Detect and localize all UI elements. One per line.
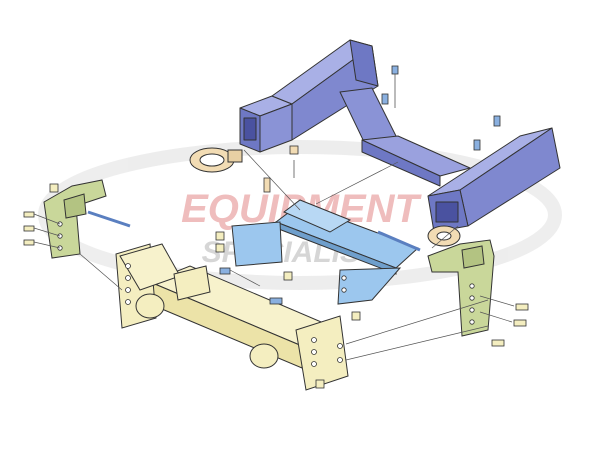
tow-hook-left bbox=[189, 147, 243, 173]
leader-lines bbox=[33, 149, 515, 361]
watermark-swoosh bbox=[38, 140, 562, 290]
center-plate-left-gusset bbox=[231, 221, 283, 267]
bolt-icon bbox=[391, 65, 399, 75]
cross-member-face bbox=[361, 139, 441, 187]
bracket-holes bbox=[57, 221, 475, 325]
bolt-icon bbox=[513, 319, 527, 327]
tow-hook-right bbox=[427, 225, 461, 247]
bolt-icon bbox=[269, 297, 283, 305]
frame-bolts bbox=[381, 65, 501, 151]
left-bracket-bolt bbox=[87, 210, 131, 228]
bolt-icon bbox=[219, 267, 231, 275]
bolt-icon bbox=[263, 177, 271, 193]
right-rail-opening bbox=[435, 201, 459, 223]
bolt-icon bbox=[23, 239, 35, 246]
nut-icon bbox=[351, 311, 361, 321]
bolt-icon bbox=[23, 225, 35, 232]
hitch-ear-right bbox=[249, 343, 279, 369]
loose-hardware bbox=[23, 183, 529, 389]
left-rail-opening bbox=[243, 117, 257, 141]
nut-icon bbox=[215, 243, 225, 253]
vehicle-frame bbox=[239, 39, 561, 233]
hitch-ear-left bbox=[135, 293, 165, 319]
bolt-icon bbox=[491, 339, 505, 347]
bolt-icon bbox=[23, 211, 35, 218]
center-hardware bbox=[263, 145, 299, 193]
push-beam bbox=[115, 243, 349, 391]
bolt-icon bbox=[493, 115, 501, 127]
beam-mid-tab bbox=[173, 265, 211, 301]
beam-holes bbox=[125, 263, 343, 367]
bolt-icon bbox=[515, 303, 529, 311]
right-side-bracket bbox=[427, 239, 495, 337]
center-mount-plate bbox=[231, 199, 419, 305]
nut-icon bbox=[49, 183, 59, 193]
long-bolt bbox=[377, 230, 421, 252]
nut-icon bbox=[283, 271, 293, 281]
beam-right-end bbox=[295, 315, 349, 391]
center-plate-right-gusset bbox=[337, 267, 402, 305]
nut-icon bbox=[215, 231, 225, 241]
left-rail-rear bbox=[349, 39, 379, 87]
bolt-icon bbox=[289, 145, 299, 155]
bolt-icon bbox=[381, 93, 389, 105]
nut-icon bbox=[315, 379, 325, 389]
bolt-icon bbox=[473, 139, 481, 151]
